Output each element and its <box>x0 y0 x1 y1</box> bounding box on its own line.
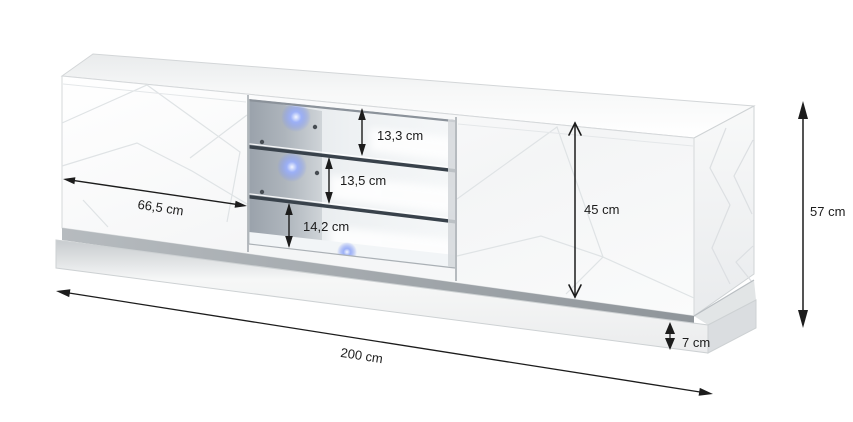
dimension-left-door-width: 66,5 cm <box>63 177 247 218</box>
dimension-total-height: 57 cm <box>798 101 845 328</box>
glass-shelf-top <box>249 145 455 173</box>
label-shelf-gap-middle: 13,5 cm <box>340 173 386 188</box>
label-total-width: 200 cm <box>339 345 383 366</box>
niche-top-edge <box>249 99 455 123</box>
plinth-right-face <box>707 299 757 354</box>
label-left-door-width: 66,5 cm <box>137 197 185 219</box>
shelf-pins <box>259 124 320 195</box>
dimension-shelf-gap-top: 13,3 cm <box>358 108 423 156</box>
niche-right-wall <box>448 119 455 268</box>
side-panel-pattern <box>709 127 754 285</box>
label-shelf-gap-top: 13,3 cm <box>377 128 423 143</box>
led-light-2 <box>277 152 307 182</box>
dimension-annotations: 66,5 cm 13,3 cm 13,5 cm 14,2 cm <box>56 101 845 396</box>
right-door-pattern <box>456 126 695 299</box>
led-light-1 <box>281 102 311 132</box>
plinth-base <box>55 228 757 354</box>
dimension-shelf-gap-middle: 13,5 cm <box>325 157 386 204</box>
open-shelf-niche <box>248 99 456 269</box>
left-door-top-seam <box>62 83 247 103</box>
glass-shelf-bottom <box>249 195 455 224</box>
base-right-gap <box>694 280 756 325</box>
cabinet-right-side <box>693 105 755 317</box>
dimension-total-width: 200 cm <box>56 289 713 396</box>
dimension-shelf-gap-bottom: 14,2 cm <box>285 203 349 248</box>
dimension-front-height: 45 cm <box>568 121 619 299</box>
label-shelf-gap-bottom: 14,2 cm <box>303 219 349 234</box>
label-total-height: 57 cm <box>810 204 845 219</box>
niche-floor-edge <box>248 243 456 269</box>
label-plinth-height: 7 cm <box>682 335 710 350</box>
dimension-plinth-height: 7 cm <box>665 322 710 350</box>
left-door-pattern <box>61 84 248 228</box>
label-front-height: 45 cm <box>584 202 619 217</box>
